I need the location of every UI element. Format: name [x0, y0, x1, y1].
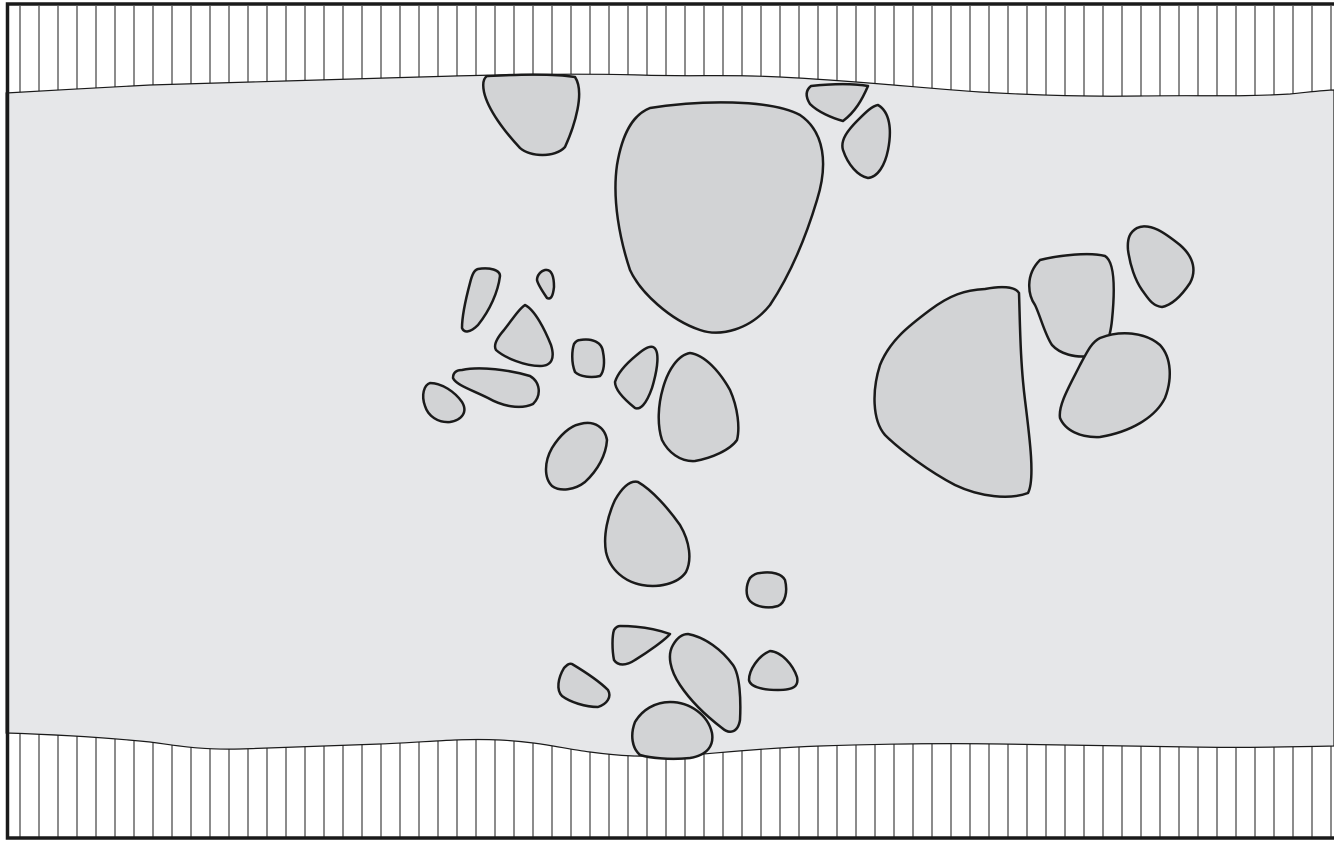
particle-small-right	[747, 572, 787, 607]
particle-small-rect	[572, 340, 604, 377]
